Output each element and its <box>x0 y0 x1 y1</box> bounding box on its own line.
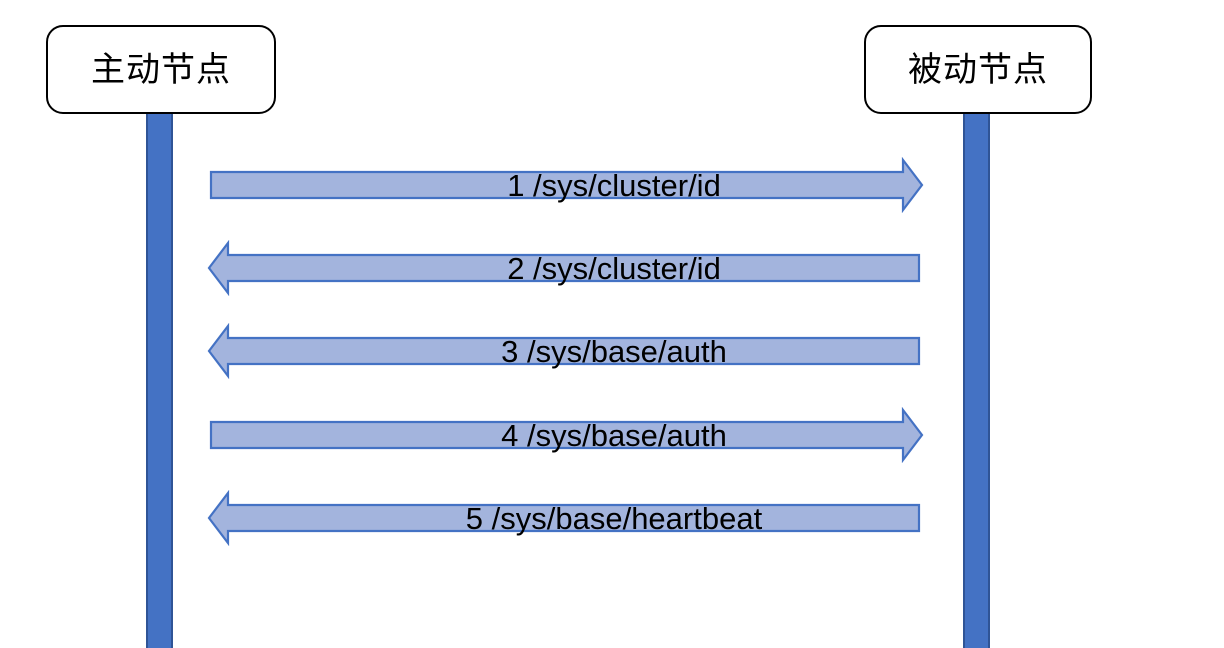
participant-label-active: 主动节点 <box>91 50 231 89</box>
message-row-2[interactable]: 2 /sys/cluster/id <box>0 240 1224 296</box>
message-row-3[interactable]: 3 /sys/base/auth <box>0 323 1224 379</box>
message-row-1[interactable]: 1 /sys/cluster/id <box>0 157 1224 213</box>
message-row-4[interactable]: 4 /sys/base/auth <box>0 407 1224 463</box>
message-row-5[interactable]: 5 /sys/base/heartbeat <box>0 490 1224 546</box>
arrow-left-icon <box>207 323 921 379</box>
arrow-right-icon <box>209 157 924 213</box>
lifeline-passive-node <box>963 105 990 648</box>
participant-box-active[interactable]: 主动节点 <box>46 25 276 114</box>
arrow-right-icon <box>209 407 924 463</box>
arrow-left-icon <box>207 240 921 296</box>
participant-label-passive: 被动节点 <box>908 50 1048 89</box>
lifeline-active-node <box>146 105 173 648</box>
participant-box-passive[interactable]: 被动节点 <box>864 25 1092 114</box>
arrow-left-icon <box>207 490 921 546</box>
